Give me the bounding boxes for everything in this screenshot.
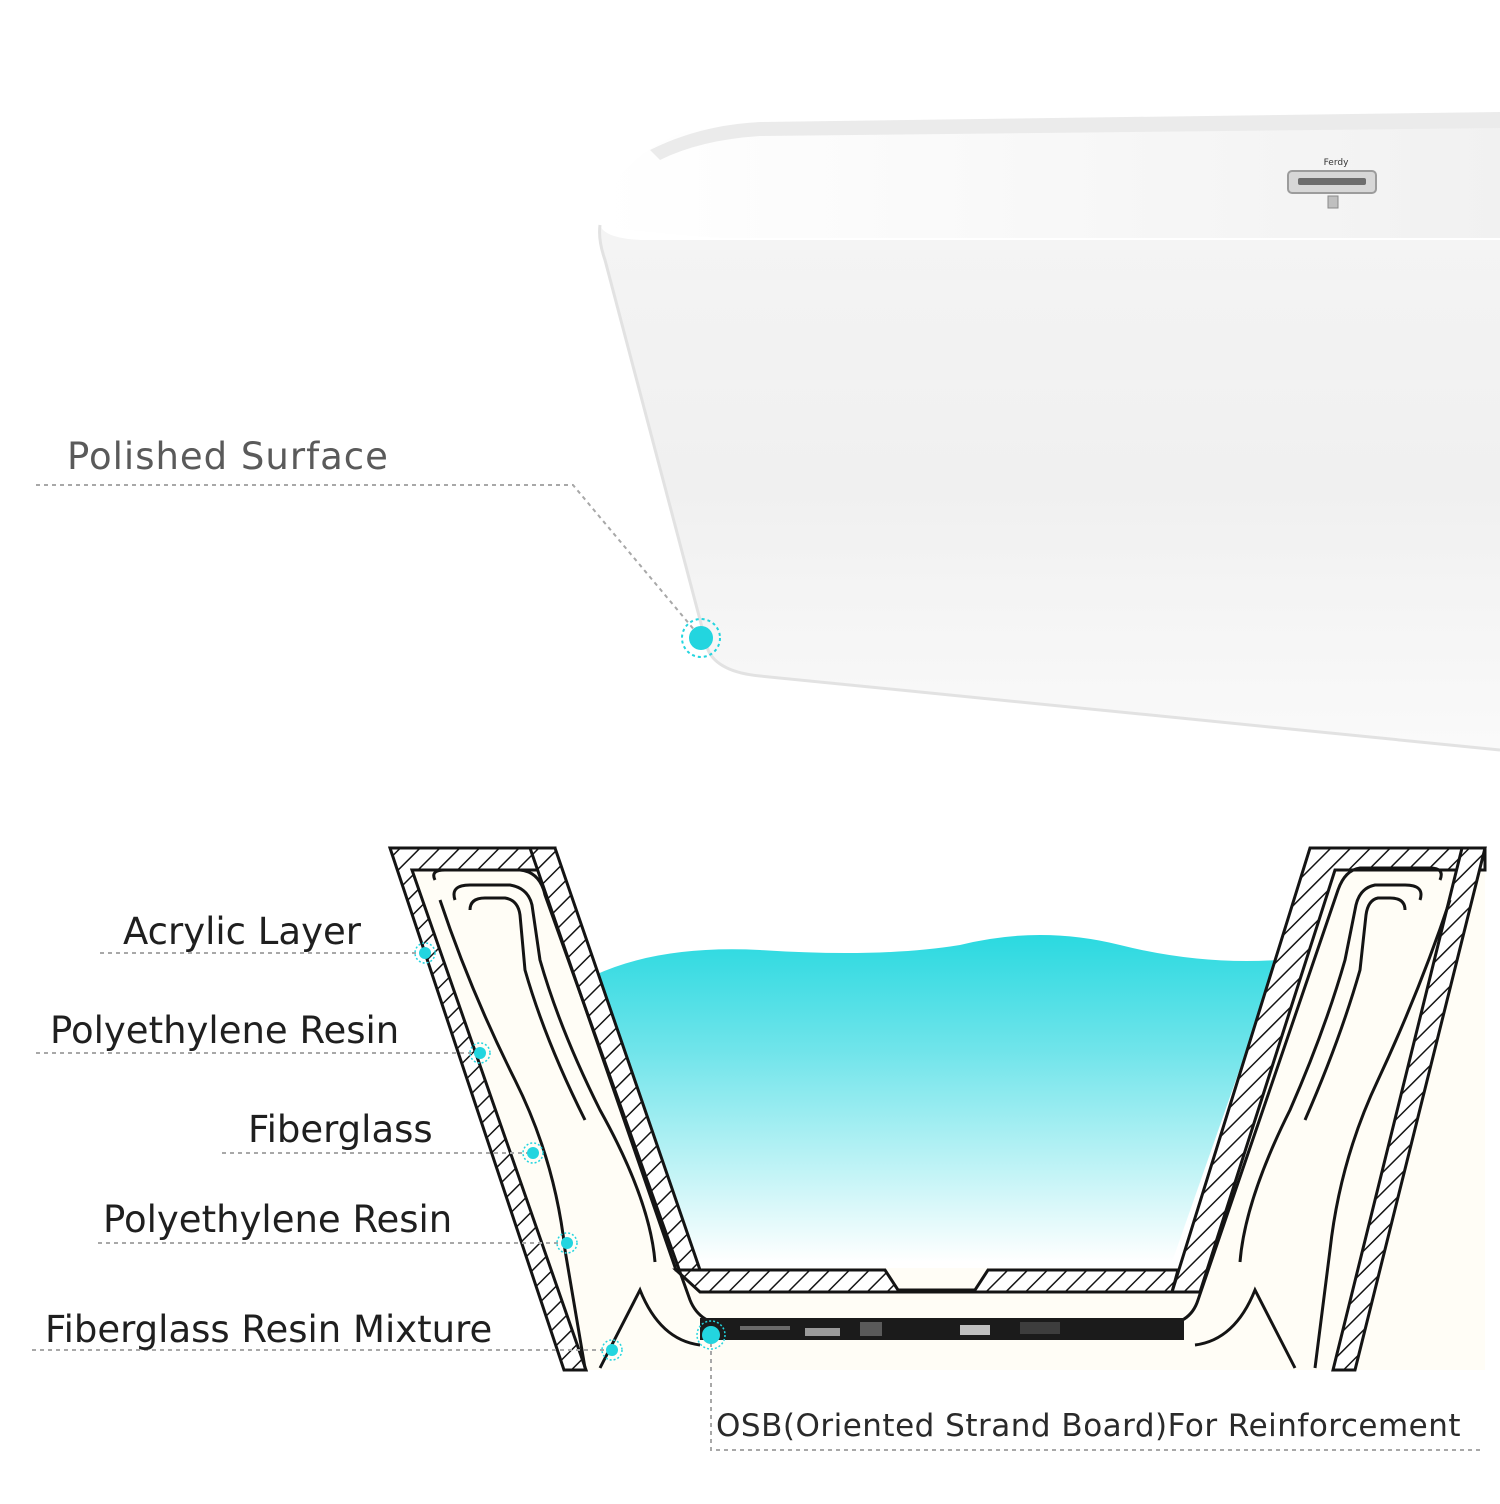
osb-board	[700, 1318, 1184, 1340]
fiberglass-marker	[527, 1147, 539, 1159]
markers	[419, 947, 720, 1356]
label-acrylic-layer: Acrylic Layer	[123, 910, 361, 953]
right-outer-hatch	[1331, 846, 1487, 1372]
polished-surface-marker	[681, 618, 721, 658]
resin2-marker	[561, 1237, 573, 1249]
leaders	[32, 952, 1480, 1451]
bottom-hatch	[672, 1268, 1180, 1294]
overflow-brand: Ferdy	[1324, 158, 1349, 168]
osb-marker	[702, 1326, 720, 1344]
cross-section	[387, 846, 1487, 1372]
resin1-marker	[474, 1047, 486, 1059]
mixture-marker	[606, 1344, 618, 1356]
acrylic-marker	[419, 947, 431, 959]
overflow-drain: Ferdy	[1287, 158, 1377, 209]
bathtub-render: Ferdy	[598, 112, 1500, 752]
tub-rim	[600, 118, 1500, 238]
label-polished-surface: Polished Surface	[67, 435, 389, 478]
water	[595, 935, 1278, 1262]
left-contours	[432, 868, 731, 1369]
tub-side	[599, 225, 1500, 750]
label-osb: OSB(Oriented Strand Board)For Reinforcem…	[716, 1408, 1462, 1444]
polished-surface-leader	[36, 484, 702, 639]
osb-leader	[710, 1335, 1480, 1451]
label-fiberglass-resin-mixture: Fiberglass Resin Mixture	[45, 1308, 493, 1351]
label-fiberglass: Fiberglass	[248, 1108, 433, 1151]
label-polyethylene-resin-1: Polyethylene Resin	[50, 1009, 400, 1052]
right-contours	[1159, 866, 1452, 1369]
label-polyethylene-resin-2: Polyethylene Resin	[103, 1198, 453, 1241]
